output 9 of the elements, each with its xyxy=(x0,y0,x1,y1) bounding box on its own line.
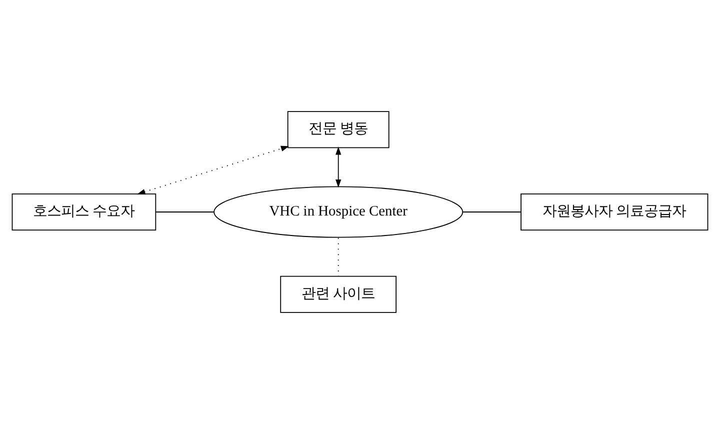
arrow xyxy=(336,146,342,188)
node-box: 호스피스 수요자 xyxy=(12,193,156,230)
node-box: 자원봉사자 의료공급자 xyxy=(520,193,708,230)
connector xyxy=(462,211,522,212)
connector xyxy=(155,211,214,212)
node-box: 관련 사이트 xyxy=(280,275,397,312)
node-box: 전문 병동 xyxy=(287,110,390,148)
arrow xyxy=(137,145,290,194)
node-ellipse: VHC in Hospice Center xyxy=(214,186,464,238)
